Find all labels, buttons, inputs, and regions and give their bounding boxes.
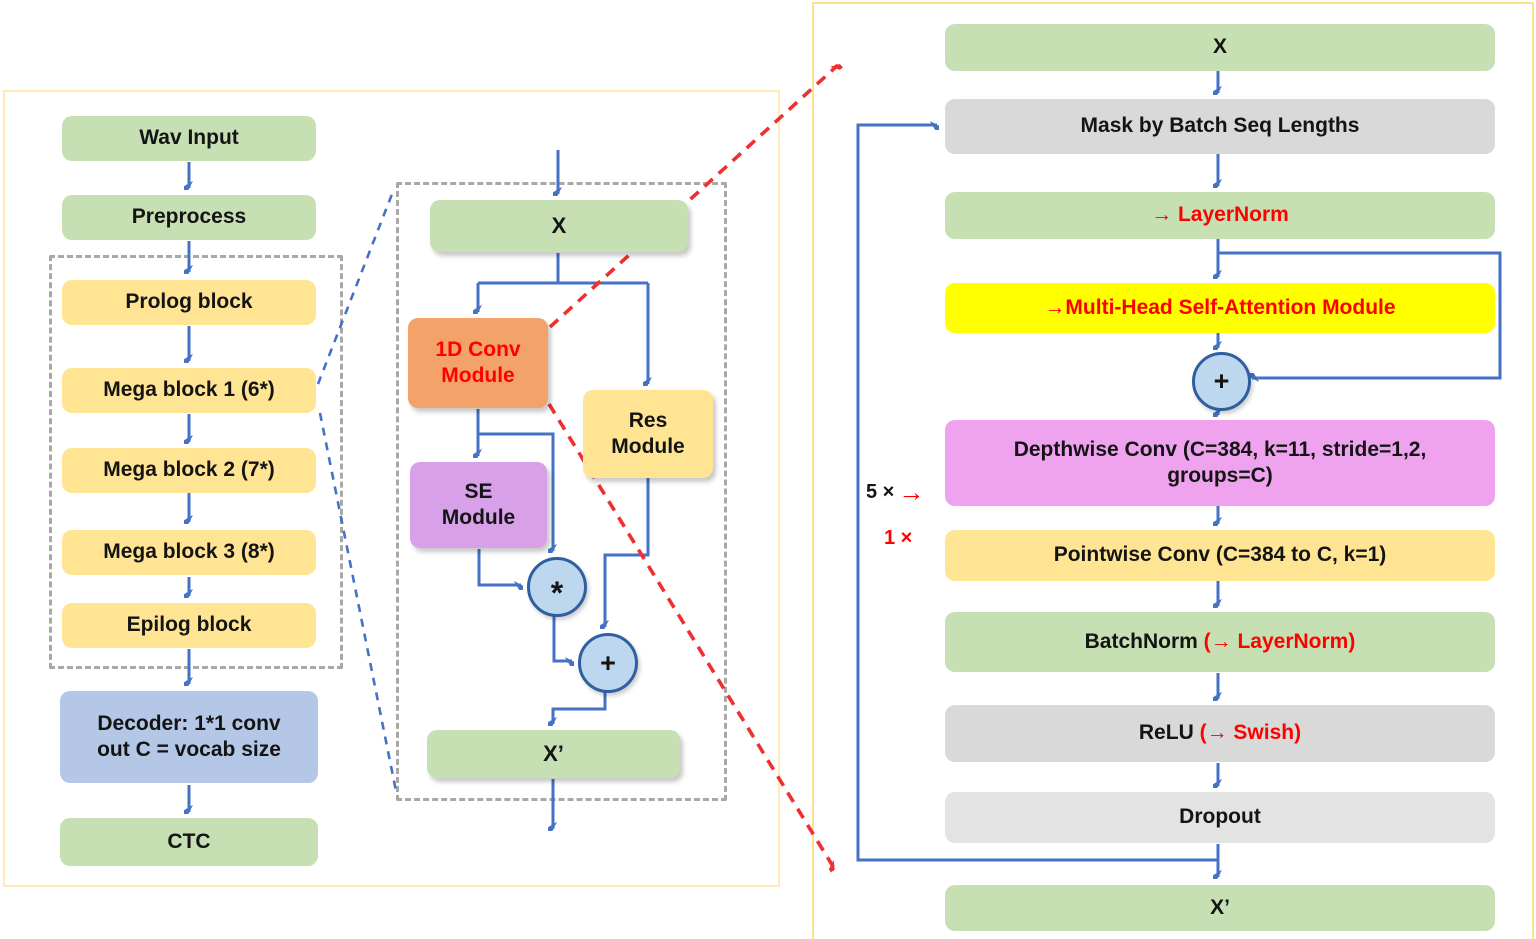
mask-block: Mask by Batch Seq Lengths xyxy=(945,99,1495,154)
depthwise-conv-block: Depthwise Conv (C=384, k=11, stride=1,2,… xyxy=(945,420,1495,506)
repeat-count-inner: 1 × xyxy=(884,527,912,550)
block-epilog: Epilog block xyxy=(62,603,316,648)
relu-label-red: (→ Swish) xyxy=(1199,721,1302,745)
block-preprocess: Preprocess xyxy=(62,195,316,240)
multiply-symbol: * xyxy=(550,574,564,611)
detail-se-line2: Module xyxy=(441,506,516,529)
add-node-right: + xyxy=(1192,352,1251,411)
layernorm-block: → LayerNorm xyxy=(945,192,1495,239)
multiply-node: * xyxy=(527,557,587,617)
block-mega-1-label: Mega block 1 (6*) xyxy=(103,378,275,402)
conv-x-input: X xyxy=(945,24,1495,71)
detail-res-module: Res Module xyxy=(583,390,713,478)
detail-1d-conv-line2: Module xyxy=(441,364,515,387)
block-mega-3: Mega block 3 (8*) xyxy=(62,530,316,575)
repeat-arrow-icon: → xyxy=(898,477,925,507)
detail-x-input: X xyxy=(430,200,688,252)
detail-se-module: SE Module xyxy=(410,462,547,548)
block-mega-1: Mega block 1 (6*) xyxy=(62,368,316,413)
block-mega-2-label: Mega block 2 (7*) xyxy=(103,458,275,482)
repeat-count-outer: 5 × → xyxy=(866,479,924,505)
detail-x-prime: X’ xyxy=(427,730,680,778)
dropout-block: Dropout xyxy=(945,792,1495,843)
block-ctc-label: CTC xyxy=(167,829,211,853)
add-node-middle: + xyxy=(578,633,638,693)
block-epilog-label: Epilog block xyxy=(126,613,252,637)
detail-res-line1: Res xyxy=(628,408,668,432)
block-decoder: Decoder: 1*1 conv out C = vocab size xyxy=(60,691,318,783)
relu-label-black: ReLU xyxy=(1138,721,1200,745)
block-decoder-line2: out C = vocab size xyxy=(97,738,281,761)
block-decoder-line1: Decoder: 1*1 conv xyxy=(97,711,281,735)
conv-x-prime: X’ xyxy=(945,885,1495,931)
detail-x-label: X xyxy=(551,213,567,239)
depthwise-line1: Depthwise Conv (C=384, k=11, stride=1,2, xyxy=(1013,437,1427,461)
block-prolog: Prolog block xyxy=(62,280,316,325)
mhsa-block: →Multi-Head Self-Attention Module xyxy=(945,283,1495,333)
detail-se-line1: SE xyxy=(464,479,493,503)
add-symbol-middle: + xyxy=(600,647,616,678)
detail-1d-conv-module: 1D Conv Module xyxy=(408,318,548,408)
block-mega-3-label: Mega block 3 (8*) xyxy=(103,540,275,564)
repeat-inner-label: 1 × xyxy=(884,527,913,549)
add-symbol-right: + xyxy=(1213,366,1230,396)
conv-x-label: X xyxy=(1212,35,1227,59)
pointwise-label: Pointwise Conv (C=384 to C, k=1) xyxy=(1053,543,1387,567)
detail-x-prime-label: X’ xyxy=(543,741,564,767)
depthwise-line2: groups=C) xyxy=(1167,464,1273,487)
detail-res-line2: Module xyxy=(611,435,685,458)
dropout-label: Dropout xyxy=(1179,805,1261,829)
block-preprocess-label: Preprocess xyxy=(131,205,247,229)
repeat-outer-label: 5 × xyxy=(866,480,895,503)
conv-x-prime-label: X’ xyxy=(1210,895,1230,919)
detail-1d-conv-line1: 1D Conv xyxy=(435,337,521,361)
relu-block: ReLU (→ Swish) xyxy=(945,705,1495,762)
block-mega-2: Mega block 2 (7*) xyxy=(62,448,316,493)
mask-label: Mask by Batch Seq Lengths xyxy=(1080,114,1360,138)
batchnorm-block: BatchNorm (→ LayerNorm) xyxy=(945,612,1495,672)
block-ctc: CTC xyxy=(60,818,318,866)
batchnorm-label-red: (→ LayerNorm) xyxy=(1203,629,1356,653)
pointwise-conv-block: Pointwise Conv (C=384 to C, k=1) xyxy=(945,530,1495,581)
block-prolog-label: Prolog block xyxy=(125,290,253,314)
block-wav-input: Wav Input xyxy=(62,116,316,161)
block-wav-input-label: Wav Input xyxy=(139,126,239,150)
batchnorm-label-black: BatchNorm xyxy=(1084,629,1204,653)
mhsa-label: →Multi-Head Self-Attention Module xyxy=(1044,295,1396,319)
layernorm-label: → LayerNorm xyxy=(1151,203,1289,227)
